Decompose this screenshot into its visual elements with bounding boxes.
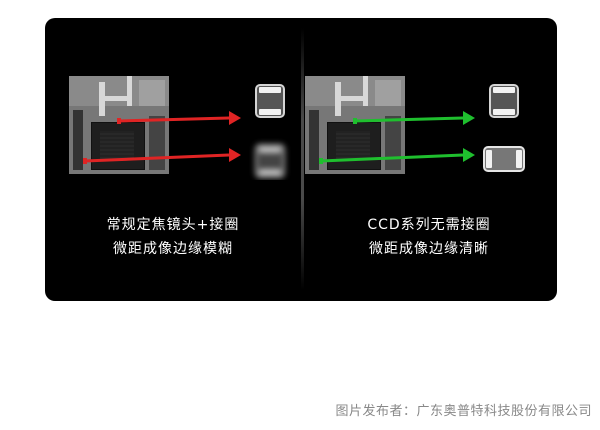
ic-chip xyxy=(91,122,145,170)
panel-ccd-lens: CCD系列无需接圈 微距成像边缘清晰 xyxy=(301,18,557,301)
green-arrows xyxy=(320,111,475,163)
image-credit: 图片发布者：广东奥普特科技股份有限公司 xyxy=(335,404,592,419)
zoomed-component-top xyxy=(243,76,293,120)
caption-ccd: CCD系列无需接圈 微距成像边缘清晰 xyxy=(301,213,557,261)
caption-line-1: 常规定焦镜头+接圈 xyxy=(106,217,240,233)
caption-line-2: 微距成像边缘模糊 xyxy=(113,241,233,257)
panel-conventional-lens: 常规定焦镜头+接圈 微距成像边缘模糊 xyxy=(45,18,301,301)
panel-divider xyxy=(301,28,304,290)
caption-line-1: CCD系列无需接圈 xyxy=(367,217,491,233)
zoomed-component-sharp xyxy=(477,136,527,180)
zoomed-component-top xyxy=(477,76,527,120)
caption-line-2: 微距成像边缘清晰 xyxy=(369,241,489,257)
red-arrows xyxy=(84,111,241,163)
comparison-card: 常规定焦镜头+接圈 微距成像边缘模糊 xyxy=(45,18,557,301)
zoomed-component-blurred xyxy=(243,136,293,180)
caption-conventional: 常规定焦镜头+接圈 微距成像边缘模糊 xyxy=(45,213,301,261)
